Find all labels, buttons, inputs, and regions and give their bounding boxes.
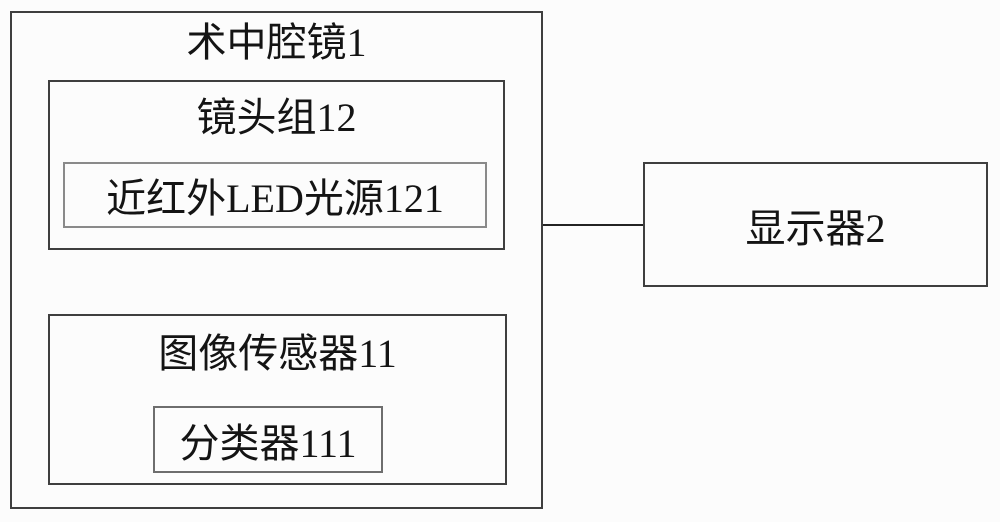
image-sensor-label: 图像传感器11	[158, 331, 397, 376]
nir-led-box: 近红外LED光源121	[63, 162, 487, 228]
endoscope-label: 术中腔镜1	[186, 20, 367, 65]
lens-group-box: 镜头组12 近红外LED光源121	[48, 80, 505, 250]
classifier-box: 分类器111	[153, 406, 383, 473]
nir-led-label: 近红外LED光源121	[106, 176, 444, 221]
classifier-label: 分类器111	[179, 420, 357, 466]
display-label: 显示器2	[745, 205, 886, 251]
display-box: 显示器2	[643, 162, 988, 287]
lens-group-label: 镜头组12	[196, 95, 357, 140]
endoscope-box: 术中腔镜1 镜头组12 近红外LED光源121 图像传感器11 分类器111	[10, 11, 543, 509]
image-sensor-box: 图像传感器11 分类器111	[48, 314, 507, 485]
connector-line	[543, 224, 643, 226]
